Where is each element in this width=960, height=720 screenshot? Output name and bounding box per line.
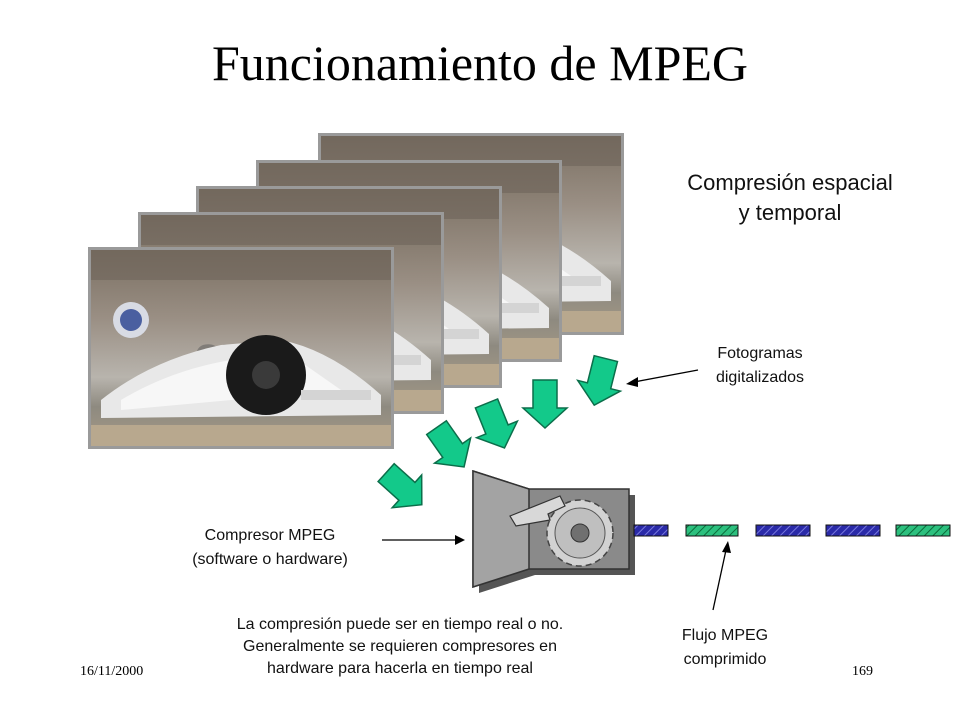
subtitle-text: Compresión espacial y temporal [640,168,940,228]
frames-label: Fotogramas digitalizados [680,342,840,390]
mpeg-stream [633,524,951,537]
pointer-compressor [382,535,465,545]
green-arrows [377,354,623,509]
compressor-label: Compresor MPEG (software o hardware) [140,524,400,572]
stream-block-2 [685,524,739,537]
green-arrow-5 [576,354,623,407]
slide-title: Funcionamiento de MPEG [211,35,749,91]
slide-date: 16/11/2000 [80,664,144,679]
stream-label-line-1: Flujo MPEG [681,627,769,644]
green-arrow-2 [425,419,472,468]
green-arrow-1 [377,462,423,509]
stream-label-line-2: comprimido [683,651,767,668]
compressor-icon [472,469,635,593]
saw-blade-icon [509,495,614,567]
pointer-stream [712,541,731,611]
stream-block-4 [825,524,881,537]
stream-label: Flujo MPEG comprimido [640,624,810,672]
compression-note: La compresión puede ser en tiempo real o… [150,614,650,680]
frames-label-line-1: Fotogramas [717,345,803,362]
pointer-frames [626,369,699,387]
page-number: 169 [852,664,873,679]
subtitle-line-1: Compresión espacial [687,170,893,195]
green-arrow-3 [474,397,519,449]
pointer-arrows [382,369,731,611]
frames-label-line-2: digitalizados [715,369,805,386]
subtitle-line-2: y temporal [738,200,842,225]
frame-1 [88,247,394,449]
stream-block-1 [633,524,669,537]
compressor-label-line-2: (software o hardware) [192,551,348,568]
note-line-2: Generalmente se requieren compresores en [243,638,557,655]
digitized-frames [88,133,624,449]
note-line-1: La compresión puede ser en tiempo real o… [236,616,564,633]
compressor-label-line-1: Compresor MPEG [204,527,336,544]
green-arrow-4 [521,379,569,430]
stream-block-3 [755,524,811,537]
note-line-3: hardware para hacerla en tiempo real [267,660,533,677]
stream-block-5 [895,524,951,537]
